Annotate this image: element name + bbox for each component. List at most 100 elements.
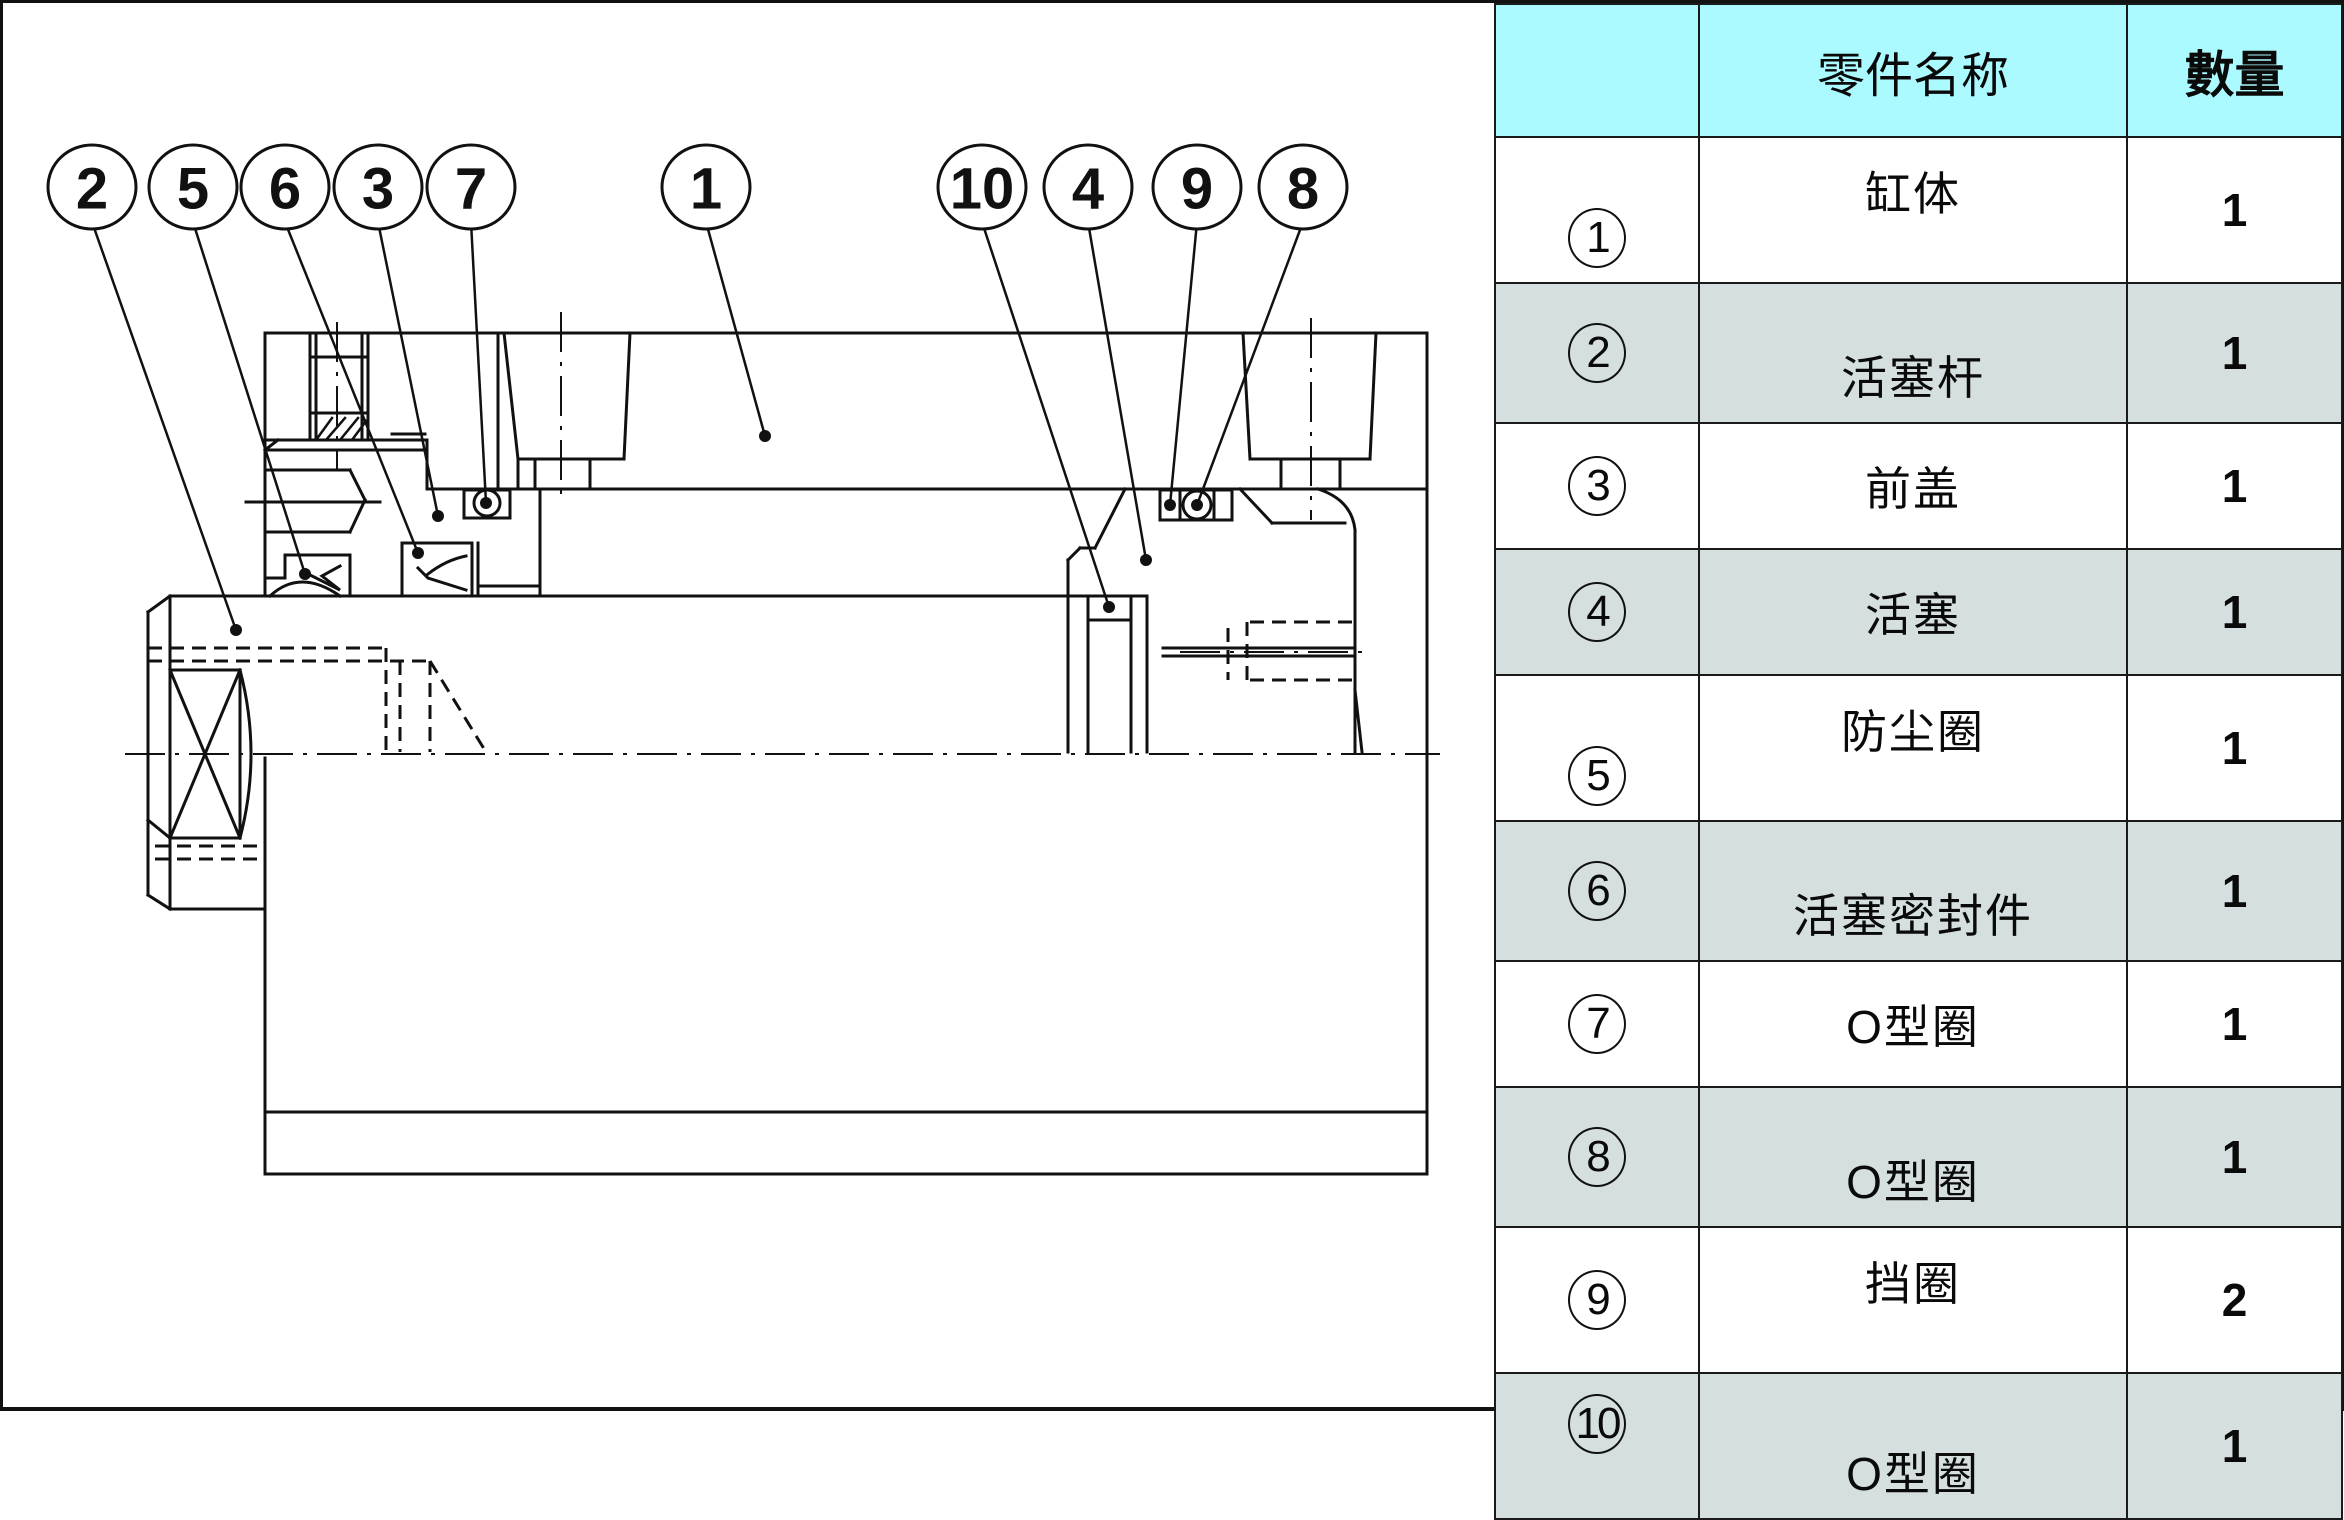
part-name-cell: 防尘圈 (1698, 674, 2128, 822)
part-number-cell: 9 (1494, 1226, 1700, 1374)
part-name-cell: 挡圈 (1698, 1226, 2128, 1374)
part-number-cell: 8 (1494, 1086, 1700, 1228)
callout-8: 8 (1257, 143, 1349, 231)
callout-10: 10 (936, 143, 1028, 231)
callout-circle (1042, 143, 1134, 231)
leader-dots (230, 430, 1203, 636)
part-number-cell: 7 (1494, 960, 1700, 1088)
callout-label: 5 (177, 157, 209, 222)
callout-label: 8 (1287, 157, 1319, 222)
part-name-cell: O型圈 (1698, 1086, 2128, 1228)
part-number-badge: 3 (1568, 456, 1626, 516)
callout-circle (1257, 143, 1349, 231)
callout-label: 10 (950, 157, 1015, 222)
part-name-cell: 活塞杆 (1698, 282, 2128, 424)
center-lines (125, 312, 1440, 755)
callout-4: 4 (1042, 143, 1134, 231)
callout-circle (936, 143, 1028, 231)
callout-circle (147, 143, 239, 231)
part-number-badge: 6 (1568, 861, 1626, 921)
quantity-cell: 1 (2126, 960, 2343, 1088)
callout-circle (425, 143, 517, 231)
quantity-cell: 1 (2126, 1372, 2343, 1520)
part-name-cell: O型圈 (1698, 1372, 2128, 1520)
callout-6: 6 (239, 143, 331, 231)
quantity-cell: 1 (2126, 674, 2343, 822)
part-number-badge: 2 (1568, 323, 1626, 383)
quantity-cell: 1 (2126, 1086, 2343, 1228)
quantity-cell: 1 (2126, 548, 2343, 676)
callout-3: 3 (332, 143, 424, 231)
quantity-cell: 1 (2126, 136, 2343, 284)
part-number-cell: 10 (1494, 1372, 1700, 1520)
part-number-cell: 2 (1494, 282, 1700, 424)
part-name-cell: O型圈 (1698, 960, 2128, 1088)
part-number-badge: 10 (1568, 1394, 1626, 1454)
hatch-pattern (314, 416, 368, 442)
left-port (496, 331, 632, 491)
callout-7: 7 (425, 143, 517, 231)
part-name-cell: 活塞 (1698, 548, 2128, 676)
piston-rod (145, 593, 1149, 912)
callout-label: 3 (362, 157, 394, 222)
hidden-lines (148, 620, 1352, 861)
front-cover (244, 331, 542, 598)
part-number-cell: 5 (1494, 674, 1700, 822)
part-number-badge: 8 (1568, 1127, 1626, 1187)
part-number-badge: 9 (1568, 1270, 1626, 1330)
header-quantity: 數量 (2126, 3, 2343, 138)
quantity-cell: 1 (2126, 422, 2343, 550)
callout-9: 9 (1151, 143, 1243, 231)
part-number-badge: 5 (1568, 746, 1626, 806)
callout-circle (1151, 143, 1243, 231)
part-number-cell: 1 (1494, 136, 1700, 284)
part-name-cell: 活塞密封件 (1698, 820, 2128, 962)
seal-grooves (263, 488, 542, 599)
right-port (1241, 331, 1378, 491)
part-number-badge: 7 (1568, 994, 1626, 1054)
callout-circle (660, 143, 752, 231)
callout-label: 4 (1072, 157, 1104, 222)
callout-label: 1 (690, 157, 722, 222)
part-number-cell: 6 (1494, 820, 1700, 962)
callout-label: 6 (269, 157, 301, 222)
part-number-cell: 4 (1494, 548, 1700, 676)
callout-5: 5 (147, 143, 239, 231)
callout-1: 1 (660, 143, 752, 231)
part-name-cell: 缸体 (1698, 136, 2128, 284)
quantity-cell: 2 (2126, 1226, 2343, 1374)
callout-circle (239, 143, 331, 231)
callout-2: 2 (46, 143, 138, 231)
piston (1065, 486, 1364, 754)
quantity-cell: 1 (2126, 282, 2343, 424)
drawing-frame (0, 0, 2344, 1411)
callout-label: 2 (76, 157, 108, 222)
part-number-badge: 4 (1568, 582, 1626, 642)
part-number-cell: 3 (1494, 422, 1700, 550)
callout-circle (332, 143, 424, 231)
callout-label: 7 (455, 157, 487, 222)
quantity-cell: 1 (2126, 820, 2343, 962)
callout-circle (46, 143, 138, 231)
header-part-name: 零件名称 (1698, 3, 2128, 138)
leader-lines (90, 221, 1305, 631)
table-header-row: 零件名称 數量 (1494, 3, 2343, 138)
cylinder-body (263, 331, 1429, 1176)
part-name-cell: 前盖 (1698, 422, 2128, 550)
callout-label: 9 (1181, 157, 1213, 222)
part-number-badge: 1 (1568, 208, 1626, 268)
